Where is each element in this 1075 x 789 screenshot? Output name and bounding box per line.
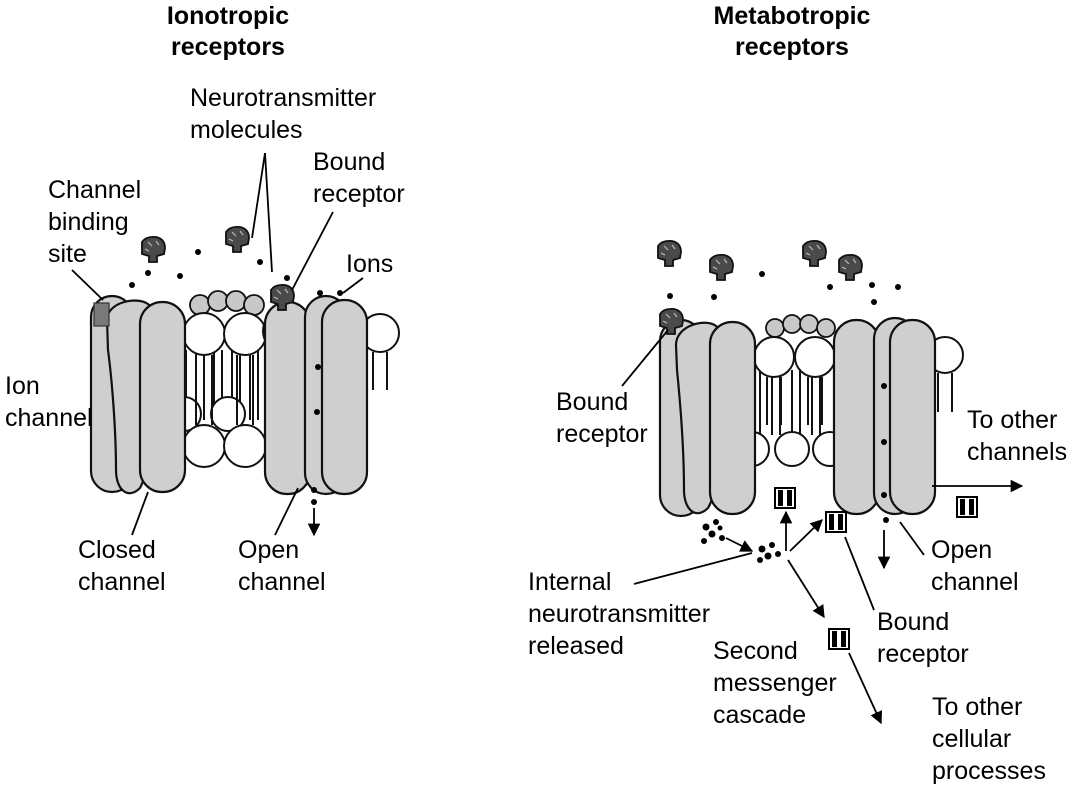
channel-binding-site-marker — [93, 302, 110, 327]
second-messenger-symbol — [956, 496, 978, 518]
internal-neurotransmitter-label: Internal — [528, 568, 611, 596]
ions-label: Ions — [346, 250, 393, 278]
ion-channel-label: Ion — [5, 372, 40, 400]
bound-receptor-left-label: Bound — [556, 388, 628, 416]
to-other-cellular-label: cellular — [932, 725, 1011, 753]
closed-channel-label: channel — [78, 568, 166, 596]
metabotropic-title-line2: receptors — [735, 33, 849, 61]
second-messenger-label: messenger — [713, 669, 837, 697]
neurotransmitter-molecule — [225, 225, 250, 253]
neurotransmitter-molecule — [838, 253, 863, 281]
open-channel-label: Open — [238, 536, 299, 564]
open-channel-label: channel — [238, 568, 326, 596]
open-channel-label: Open — [931, 536, 992, 564]
open-channel-label: channel — [931, 568, 1019, 596]
neurotransmitter-molecules-label: Neurotransmitter — [190, 84, 376, 112]
neurotransmitter-molecule — [709, 253, 734, 281]
second-messenger-symbol — [828, 628, 850, 650]
to-other-cellular-label: To other — [932, 693, 1022, 721]
ions — [667, 271, 901, 523]
to-other-cellular-label: processes — [932, 757, 1046, 785]
channel-binding-site-label: site — [48, 240, 87, 268]
bound-receptor-left-label: receptor — [556, 420, 648, 448]
neurotransmitter-molecule — [657, 239, 682, 267]
channel-binding-site-label: binding — [48, 208, 129, 236]
to-other-channels-label: channels — [967, 438, 1067, 466]
bound-receptor-label: receptor — [313, 180, 405, 208]
ionotropic-title-line2: receptors — [171, 33, 285, 61]
ionotropic-closed-channel — [89, 294, 187, 495]
metabotropic-title-line1: Metabotropic — [714, 2, 871, 30]
channel-binding-site-label: Channel — [48, 176, 141, 204]
ionotropic-open-channel — [263, 294, 369, 496]
ion-channel-label: channel — [5, 404, 93, 432]
bound-receptor-right-label: receptor — [877, 640, 969, 668]
second-messenger-label: cascade — [713, 701, 806, 729]
bound-receptor-right-label: Bound — [877, 608, 949, 636]
ions — [129, 249, 343, 505]
second-messenger-symbol — [825, 511, 847, 533]
neurotransmitter-molecules-label: molecules — [190, 116, 303, 144]
internal-neurotransmitter-label: neurotransmitter — [528, 600, 710, 628]
internal-neurotransmitter-cluster — [701, 519, 781, 563]
metabotropic-left-receptor — [658, 318, 757, 518]
metabotropic-right-channel — [832, 316, 937, 516]
second-messenger-label: Second — [713, 637, 798, 665]
neurotransmitter-molecule — [141, 235, 166, 263]
closed-channel-label: Closed — [78, 536, 156, 564]
neurotransmitter-molecule — [802, 239, 827, 267]
bound-receptor-label: Bound — [313, 148, 385, 176]
ionotropic-title-line1: Ionotropic — [167, 2, 289, 30]
internal-neurotransmitter-label: released — [528, 632, 624, 660]
to-other-channels-label: To other — [967, 406, 1057, 434]
second-messenger-symbol — [774, 487, 796, 509]
